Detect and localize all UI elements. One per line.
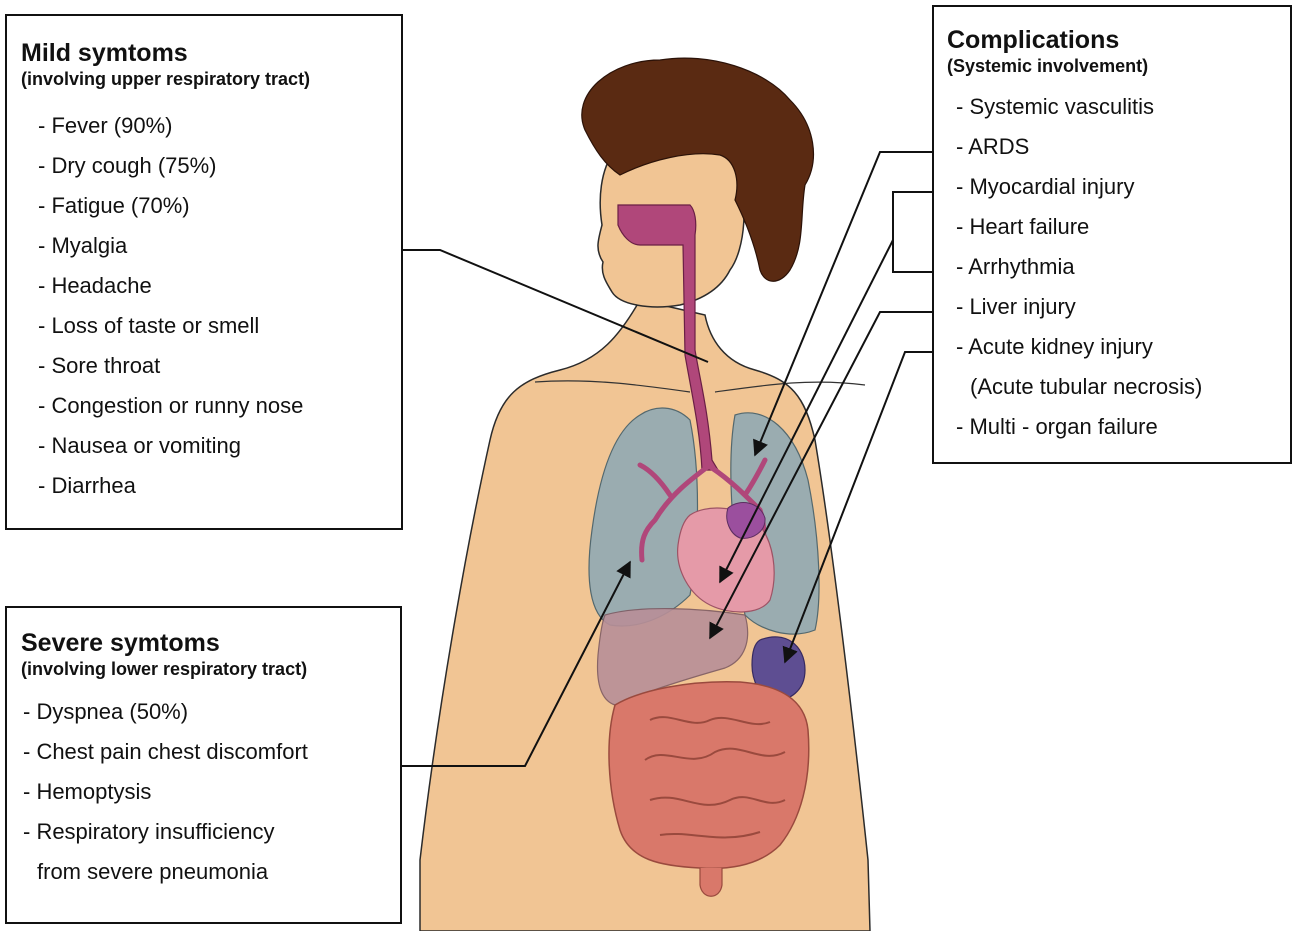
- connectors: [402, 151, 932, 767]
- collarbone-line: [534, 380, 866, 393]
- list-item: - Systemic vasculitis: [956, 94, 1155, 119]
- complications-title: Complications: [947, 26, 1120, 54]
- intestine-folds: [644, 716, 786, 839]
- list-item: - Respiratory insufficiency: [23, 819, 275, 844]
- complications-box: Complications (Systemic involvement) - S…: [932, 5, 1292, 464]
- complications-list: - Systemic vasculitis - ARDS - Myocardia…: [956, 87, 1290, 447]
- list-item: - Sore throat: [38, 353, 161, 378]
- mild-symptoms-box: Mild symtoms (involving upper respirator…: [5, 14, 403, 530]
- severe-connector-arrow: [402, 560, 631, 767]
- list-item: - Chest pain chest discomfort: [23, 739, 308, 764]
- list-item: - Nausea or vomiting: [38, 433, 241, 458]
- rectum: [699, 868, 723, 897]
- list-item: - Liver injury: [956, 294, 1076, 319]
- ards-arrow: [753, 151, 932, 457]
- severe-symptoms-box: Severe symtoms (involving lower respirat…: [5, 606, 402, 924]
- list-item: - Myocardial injury: [956, 174, 1135, 199]
- kidney-arrow: [782, 351, 932, 664]
- cardiac-arrow: [719, 239, 894, 584]
- list-item: - Fever (90%): [38, 113, 173, 138]
- list-item: - Arrhythmia: [956, 254, 1075, 279]
- severe-title: Severe symtoms: [21, 629, 220, 657]
- list-item: - Hemoptysis: [23, 779, 152, 804]
- list-item: - Dry cough (75%): [38, 153, 217, 178]
- list-item-continuation: from severe pneumonia: [37, 859, 269, 884]
- bronchi: [637, 457, 768, 563]
- list-item: - Fatigue (70%): [38, 193, 190, 218]
- mild-connector-line: [403, 249, 709, 363]
- airway-trachea: [617, 204, 720, 471]
- mild-title: Mild symtoms: [21, 39, 188, 67]
- complications-subtitle: (Systemic involvement): [947, 56, 1149, 76]
- list-item: - Headache: [38, 273, 152, 298]
- list-item: - Acute kidney injury: [956, 334, 1153, 359]
- severe-list: - Dyspnea (50%) - Chest pain chest disco…: [23, 692, 400, 892]
- list-item: - Congestion or runny nose: [38, 393, 304, 418]
- list-item: - Heart failure: [956, 214, 1090, 239]
- mild-subtitle: (involving upper respiratory tract): [21, 69, 311, 89]
- severe-subtitle: (involving lower respiratory tract): [21, 659, 308, 679]
- list-item: - Multi - organ failure: [956, 414, 1158, 439]
- list-item: - Diarrhea: [38, 473, 136, 498]
- cardiac-bracket: [892, 191, 932, 273]
- list-item: - Loss of taste or smell: [38, 313, 260, 338]
- list-item: - Myalgia: [38, 233, 128, 258]
- mild-list: - Fever (90%) - Dry cough (75%) - Fatigu…: [38, 106, 401, 506]
- liver-arrow: [709, 311, 932, 640]
- list-item: - Dyspnea (50%): [23, 699, 189, 724]
- list-item: - ARDS: [956, 134, 1030, 159]
- list-item-continuation: (Acute tubular necrosis): [970, 374, 1203, 399]
- intestines: [608, 680, 810, 870]
- hair-shape: [581, 57, 814, 282]
- organs: [588, 204, 820, 897]
